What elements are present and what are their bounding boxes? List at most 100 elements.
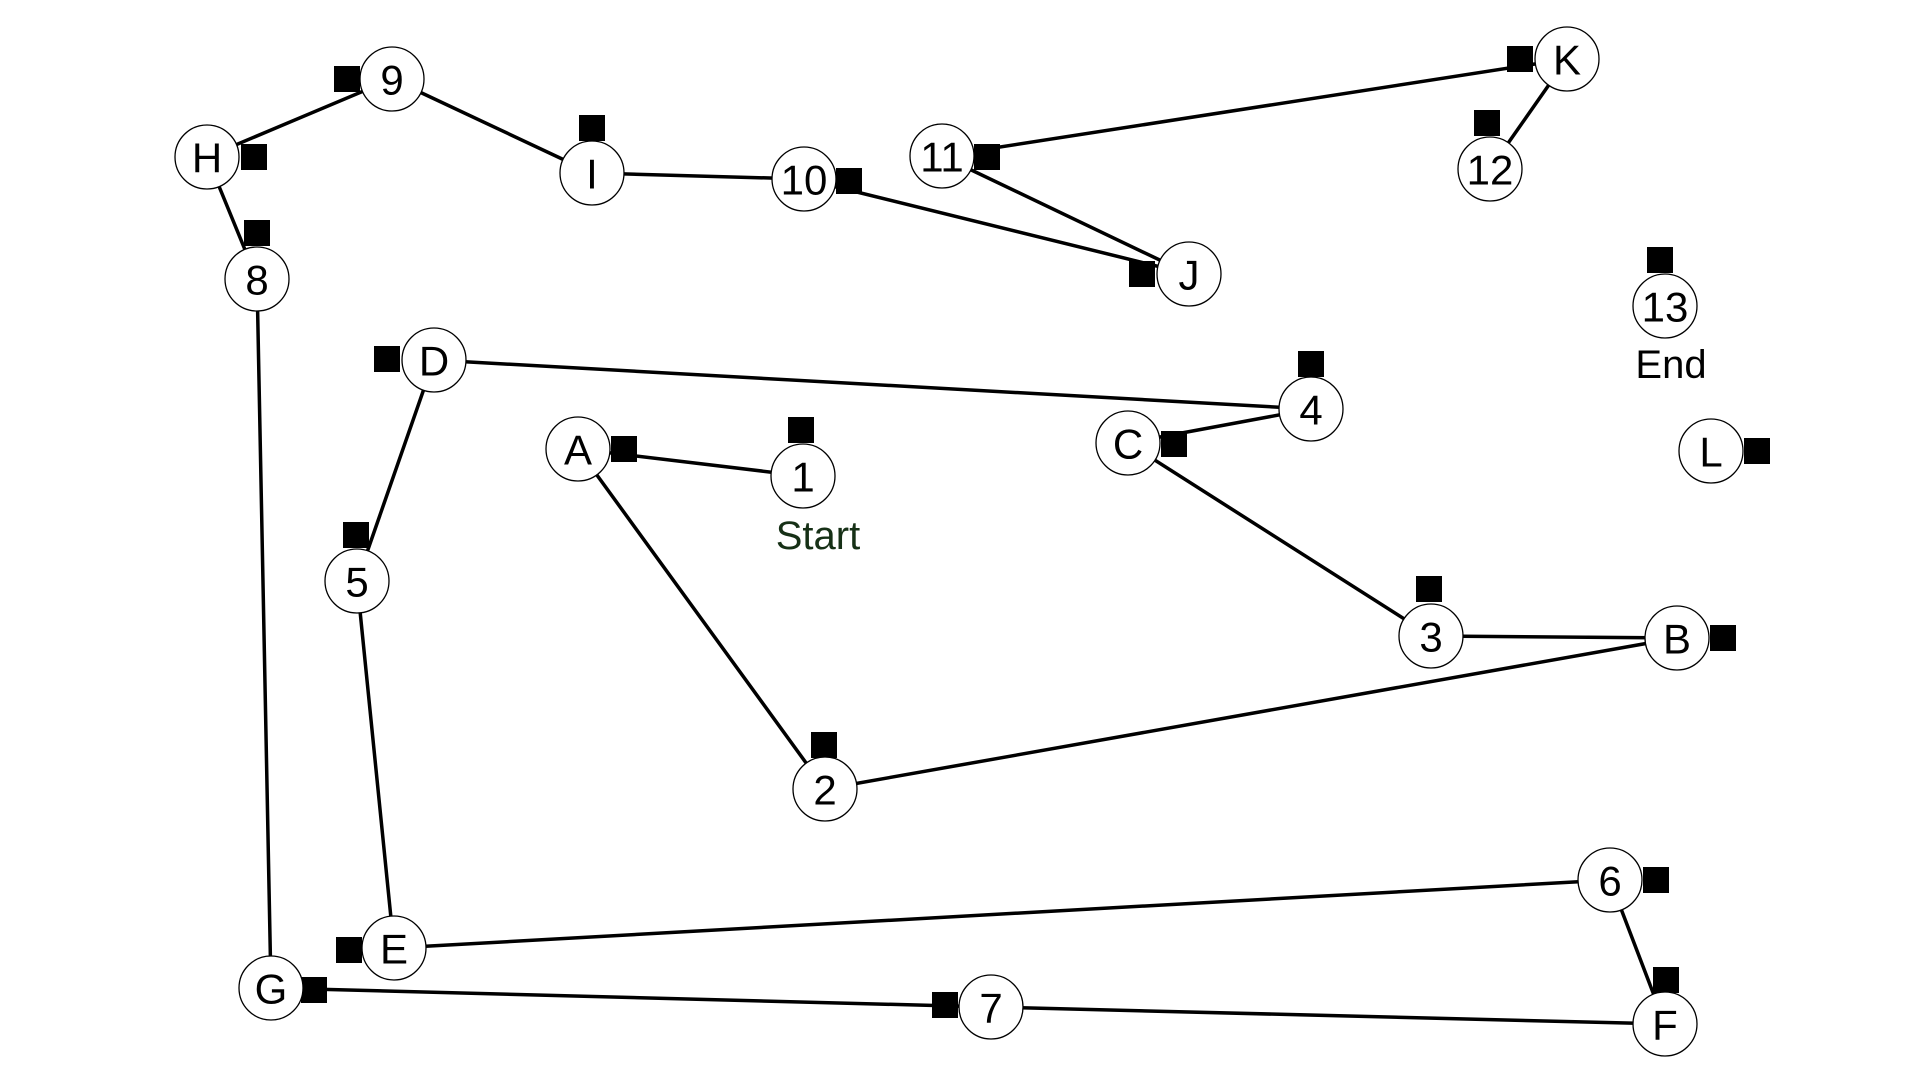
- node-circle: [224, 246, 290, 312]
- node-label: I: [586, 151, 598, 198]
- edge-D-5: [355, 358, 436, 583]
- node-1: 1: [770, 443, 836, 509]
- node-circle: [770, 443, 836, 509]
- edge-9-I: [390, 77, 594, 175]
- edge-3-C: [1126, 441, 1433, 638]
- node-8: 8: [224, 246, 290, 312]
- node-I: I: [559, 140, 625, 206]
- node-label: 6: [1598, 858, 1621, 905]
- node-circle: [359, 46, 425, 112]
- node-label: 7: [979, 985, 1002, 1032]
- node-6: 6: [1577, 847, 1643, 913]
- square-marker: [241, 144, 267, 170]
- node-10: 10: [771, 146, 837, 212]
- square-marker: [1653, 967, 1679, 993]
- node-9: 9: [359, 46, 425, 112]
- node-J: J: [1156, 241, 1222, 307]
- edge-7-G: [269, 986, 993, 1009]
- node-circle: [792, 756, 858, 822]
- node-label: K: [1553, 37, 1581, 84]
- node-11: 11: [909, 123, 975, 189]
- node-circle: [909, 123, 975, 189]
- node-circle: [771, 146, 837, 212]
- node-label: 5: [345, 559, 368, 606]
- node-circle: [1278, 376, 1344, 442]
- node-label: C: [1113, 421, 1143, 468]
- node-circle: [238, 955, 304, 1021]
- node-circle: [559, 140, 625, 206]
- node-13: 13: [1632, 273, 1698, 339]
- node-label: 1: [791, 454, 814, 501]
- square-marker: [334, 66, 360, 92]
- node-H: H: [174, 124, 240, 190]
- captions-layer: Start End: [776, 343, 1707, 558]
- node-circle: [1632, 273, 1698, 339]
- node-circle: [545, 416, 611, 482]
- edge-I-10: [590, 171, 806, 181]
- node-circle: [1534, 26, 1600, 92]
- node-label: 2: [813, 767, 836, 814]
- node-G: G: [238, 955, 304, 1021]
- edge-H-9: [205, 77, 394, 159]
- node-circle: [1095, 410, 1161, 476]
- square-marker: [1647, 247, 1673, 273]
- node-label: E: [380, 926, 408, 973]
- square-marker: [1643, 867, 1669, 893]
- start-caption: Start: [776, 514, 860, 558]
- node-circle: [174, 124, 240, 190]
- square-marker: [1161, 431, 1187, 457]
- node-label: A: [564, 427, 592, 474]
- node-label: 9: [380, 57, 403, 104]
- square-marker: [301, 977, 327, 1003]
- node-B: B: [1644, 605, 1710, 671]
- edge-J-11: [940, 154, 1191, 276]
- node-5: 5: [324, 548, 390, 614]
- square-marker: [1298, 351, 1324, 377]
- edges-layer: [205, 57, 1679, 1026]
- node-4: 4: [1278, 376, 1344, 442]
- square-marker: [374, 346, 400, 372]
- node-circle: [1398, 603, 1464, 669]
- square-marker: [974, 144, 1000, 170]
- node-circle: [1457, 136, 1523, 202]
- node-D: D: [401, 327, 467, 393]
- edge-F-7: [989, 1005, 1667, 1026]
- node-label: D: [419, 338, 449, 385]
- edge-B-3: [1429, 634, 1679, 640]
- square-marker: [788, 417, 814, 443]
- node-label: 13: [1642, 284, 1689, 331]
- edge-E-6: [392, 878, 1612, 950]
- node-C: C: [1095, 410, 1161, 476]
- square-marker: [836, 168, 862, 194]
- node-7: 7: [958, 974, 1024, 1040]
- square-marker: [1474, 110, 1500, 136]
- node-circle: [401, 327, 467, 393]
- node-circle: [1632, 991, 1698, 1057]
- node-K: K: [1534, 26, 1600, 92]
- edge-G-8: [255, 277, 273, 990]
- edge-A-2: [576, 447, 827, 791]
- square-marker: [1744, 438, 1770, 464]
- edge-2-B: [823, 636, 1679, 791]
- edge-4-D: [432, 358, 1313, 411]
- node-label: H: [192, 135, 222, 182]
- node-circle: [1644, 605, 1710, 671]
- node-label: 3: [1419, 614, 1442, 661]
- node-F: F: [1632, 991, 1698, 1057]
- node-label: J: [1179, 252, 1200, 299]
- node-A: A: [545, 416, 611, 482]
- node-circle: [361, 915, 427, 981]
- node-12: 12: [1457, 136, 1523, 202]
- square-marker: [611, 436, 637, 462]
- markers-layer: [241, 46, 1770, 1018]
- node-label: 8: [245, 257, 268, 304]
- node-label: 12: [1467, 147, 1514, 194]
- square-marker: [336, 937, 362, 963]
- square-marker: [1710, 625, 1736, 651]
- square-marker: [1129, 261, 1155, 287]
- node-label: F: [1652, 1002, 1678, 1049]
- node-label: 10: [781, 157, 828, 204]
- node-circle: [1678, 418, 1744, 484]
